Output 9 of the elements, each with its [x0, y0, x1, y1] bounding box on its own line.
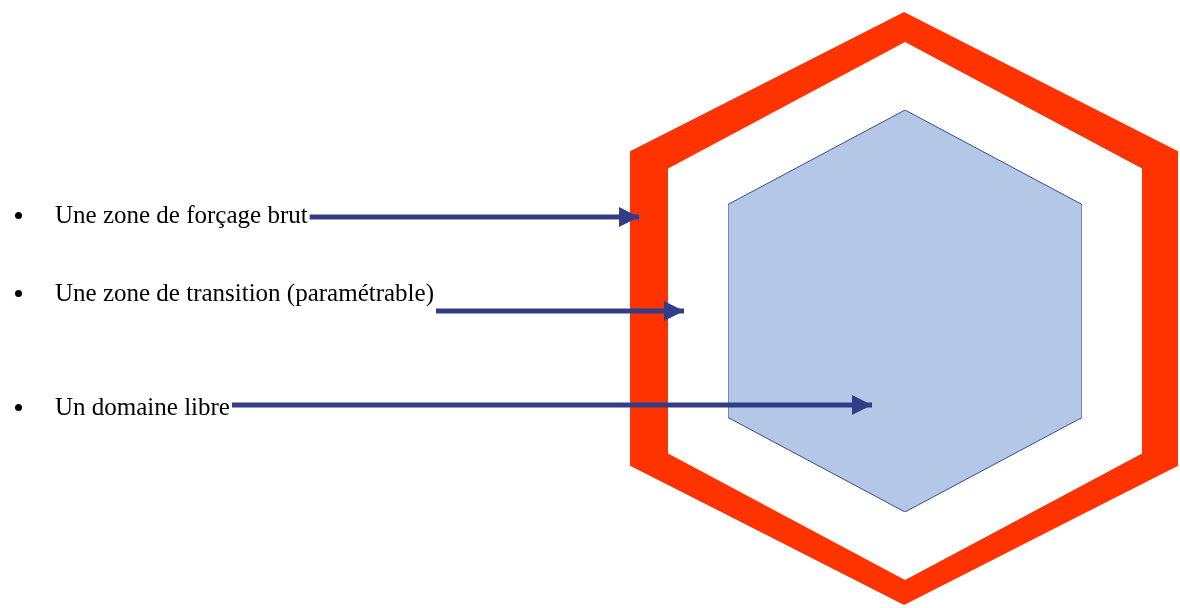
bullet-text: Une zone de transition (paramétrable)	[55, 276, 434, 310]
hexagon-zone	[630, 12, 1178, 605]
bullet-text: Une zone de forçage brut	[55, 198, 308, 232]
arrow	[309, 207, 639, 227]
arrow	[436, 301, 684, 321]
hexagon-zone	[728, 110, 1082, 512]
arrow	[231, 395, 872, 415]
bullet-text: Un domaine libre	[55, 390, 230, 424]
hexagon-zone	[668, 42, 1142, 580]
